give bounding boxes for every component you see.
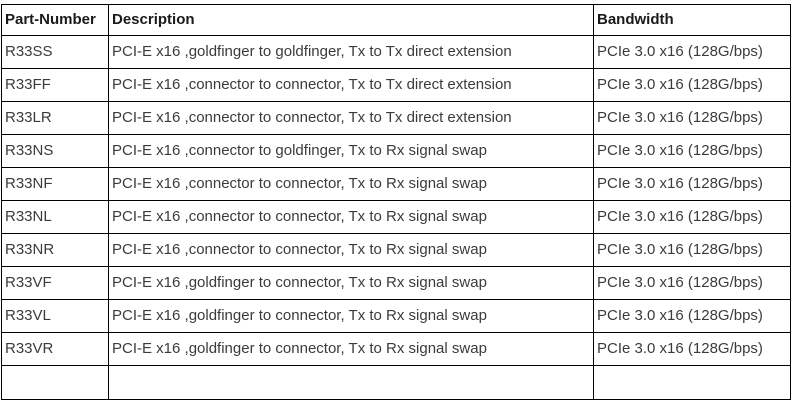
part-number-cell: R33SS — [1, 35, 109, 69]
part-number-cell: R33VR — [1, 332, 109, 366]
description-cell: PCI-E x16 ,connector to connector, Tx to… — [108, 101, 594, 135]
bandwidth-cell: PCIe 3.0 x16 (128G/bps) — [593, 167, 791, 201]
part-number-cell: R33VL — [1, 299, 109, 333]
table-row: R33LR PCI-E x16 ,connector to connector,… — [1, 101, 791, 135]
description-cell: PCI-E x16 ,connector to connector, Tx to… — [108, 167, 594, 201]
table-header: Part-Number Description Bandwidth — [1, 4, 791, 36]
bandwidth-cell: PCIe 3.0 x16 (128G/bps) — [593, 134, 791, 168]
header-row: Part-Number Description Bandwidth — [1, 4, 791, 36]
description-cell: PCI-E x16 ,goldfinger to connector, Tx t… — [108, 299, 594, 333]
empty-row — [1, 365, 791, 400]
description-cell: PCI-E x16 ,goldfinger to connector, Tx t… — [108, 266, 594, 300]
table-row: R33VL PCI-E x16 ,goldfinger to connector… — [1, 299, 791, 333]
table-row: R33NS PCI-E x16 ,connector to goldfinger… — [1, 134, 791, 168]
description-cell: PCI-E x16 ,connector to goldfinger, Tx t… — [108, 134, 594, 168]
part-number-cell: R33NS — [1, 134, 109, 168]
table-row: R33FF PCI-E x16 ,connector to connector,… — [1, 68, 791, 102]
bandwidth-cell: PCIe 3.0 x16 (128G/bps) — [593, 233, 791, 267]
table-row: R33VR PCI-E x16 ,goldfinger to connector… — [1, 332, 791, 366]
part-number-cell: R33NR — [1, 233, 109, 267]
bandwidth-cell: PCIe 3.0 x16 (128G/bps) — [593, 266, 791, 300]
description-cell: PCI-E x16 ,connector to connector, Tx to… — [108, 200, 594, 234]
bandwidth-cell: PCIe 3.0 x16 (128G/bps) — [593, 101, 791, 135]
part-number-cell: R33FF — [1, 68, 109, 102]
table-row: R33VF PCI-E x16 ,goldfinger to connector… — [1, 266, 791, 300]
header-description: Description — [108, 4, 594, 36]
description-cell: PCI-E x16 ,goldfinger to connector, Tx t… — [108, 332, 594, 366]
bandwidth-cell: PCIe 3.0 x16 (128G/bps) — [593, 35, 791, 69]
empty-bandwidth-cell — [593, 365, 791, 400]
table-row: R33SS PCI-E x16 ,goldfinger to goldfinge… — [1, 35, 791, 69]
header-part-number: Part-Number — [1, 4, 109, 36]
table-row: R33NF PCI-E x16 ,connector to connector,… — [1, 167, 791, 201]
table-footer — [1, 365, 791, 400]
parts-table-container: Part-Number Description Bandwidth R33SS … — [1, 4, 791, 400]
description-cell: PCI-E x16 ,connector to connector, Tx to… — [108, 68, 594, 102]
part-number-cell: R33LR — [1, 101, 109, 135]
part-number-cell: R33NF — [1, 167, 109, 201]
description-cell: PCI-E x16 ,goldfinger to goldfinger, Tx … — [108, 35, 594, 69]
table-body: R33SS PCI-E x16 ,goldfinger to goldfinge… — [1, 35, 791, 366]
parts-table: Part-Number Description Bandwidth R33SS … — [1, 4, 791, 400]
description-cell: PCI-E x16 ,connector to connector, Tx to… — [108, 233, 594, 267]
bandwidth-cell: PCIe 3.0 x16 (128G/bps) — [593, 299, 791, 333]
bandwidth-cell: PCIe 3.0 x16 (128G/bps) — [593, 200, 791, 234]
header-bandwidth: Bandwidth — [593, 4, 791, 36]
bandwidth-cell: PCIe 3.0 x16 (128G/bps) — [593, 332, 791, 366]
empty-description-cell — [108, 365, 594, 400]
part-number-cell: R33NL — [1, 200, 109, 234]
table-row: R33NR PCI-E x16 ,connector to connector,… — [1, 233, 791, 267]
table-row: R33NL PCI-E x16 ,connector to connector,… — [1, 200, 791, 234]
empty-part-number-cell — [1, 365, 109, 400]
bandwidth-cell: PCIe 3.0 x16 (128G/bps) — [593, 68, 791, 102]
part-number-cell: R33VF — [1, 266, 109, 300]
